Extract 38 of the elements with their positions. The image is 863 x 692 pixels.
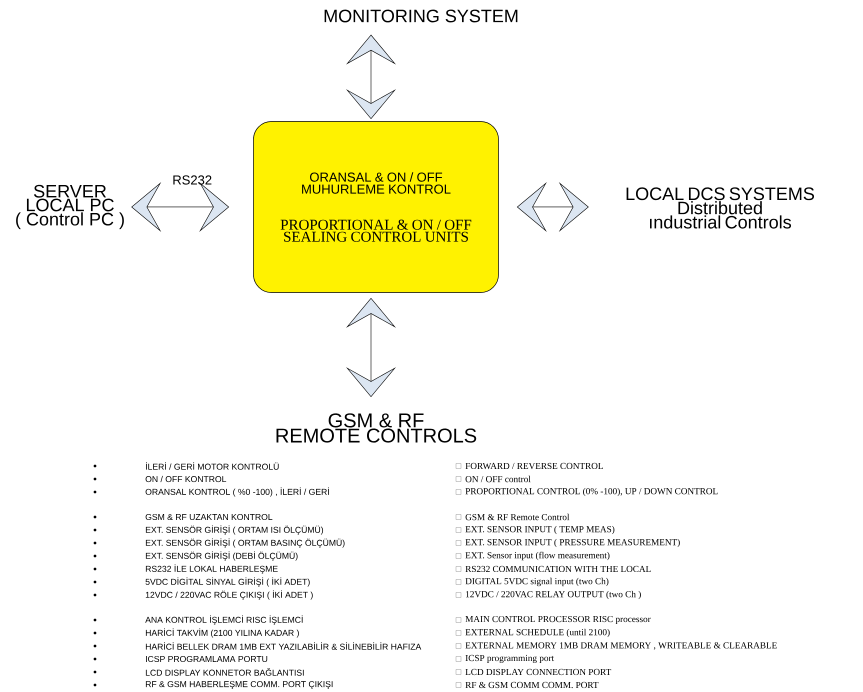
- control-unit-box: ORANSAL & ON / OFF MUHURLEME KONTROL PROPORTIONAL & ON / OFF SEALING CONTROL UNITS: [253, 121, 499, 293]
- list-item: ICSP programming port: [466, 654, 554, 664]
- list-item: EXT. SENSÖR GİRİŞİ (DEBİ ÖLÇÜMÜ): [146, 551, 298, 561]
- list-item: EXT. SENSÖR GİRİŞİ ( ORTAM ISI ÖLÇÜMÜ): [146, 525, 324, 535]
- list-item: HARİCİ TAKVİM (2100 YILINA KADAR ): [146, 628, 299, 638]
- list-item: ICSP PROGRAMLAMA PORTU: [146, 656, 268, 662]
- list-item: İLERİ / GERİ MOTOR KONTROLÜ: [146, 462, 279, 470]
- list-item: RS232 İLE LOKAL HABERLEŞME: [146, 564, 278, 574]
- list-item: ORANSAL KONTROL ( %0 -100) , İLERİ / GERİ: [146, 487, 329, 497]
- list-item: EXT. SENSOR INPUT ( TEMP MEAS): [465, 526, 614, 534]
- list-item: EXTERNAL SCHEDULE (until 2100): [465, 628, 610, 638]
- list-item: RS232 COMMUNICATION WITH THE LOCAL: [465, 566, 651, 572]
- list-item: GSM & RF Remote Control: [466, 514, 570, 520]
- list-item: EXT. SENSÖR GİRİŞİ ( ORTAM BASINÇ ÖLÇÜMÜ): [146, 538, 345, 548]
- list-item: ON / OFF KONTROL: [146, 476, 226, 482]
- list-item: LCD DISPLAY KONNETOR BAĞLANTISI: [146, 668, 304, 676]
- list-item: RF & GSM COMM COMM. PORT: [465, 682, 598, 688]
- list-item: FORWARD / REVERSE CONTROL: [465, 462, 603, 470]
- list-item: EXT. Sensor input (flow measurement): [465, 552, 610, 560]
- list-item: 12VDC / 220VAC RÖLE ÇIKIŞI ( İKİ ADET ): [146, 590, 313, 600]
- edge-label: RS232: [173, 175, 212, 185]
- system-label: SERVER LOCAL PC ( Control PC ): [16, 184, 124, 230]
- list-item: GSM & RF UZAKTAN KONTROL: [146, 514, 272, 520]
- system-label: LOCAL DCS SYSTEMS Distributed ındustrial Controls: [626, 187, 814, 229]
- list-item: EXTERNAL MEMORY 1MB DRAM MEMORY , WRITEABLE & CLEARABLE: [465, 642, 777, 650]
- list-item: 5VDC DİGİTAL SİNYAL GİRİŞİ ( İKİ ADET): [146, 577, 310, 587]
- list-item: MAIN CONTROL PROCESSOR RISC processor: [465, 616, 651, 624]
- list-item: LCD DISPLAY CONNECTION PORT: [465, 668, 612, 676]
- list-item: ON / OFF control: [466, 476, 531, 482]
- list-item: DIGITAL 5VDC signal input (two Ch): [465, 578, 608, 586]
- list-item: HARİCİ BELLEK DRAM 1MB EXT YAZILABİLİR & SİLİNEBİLİR HAFIZA: [146, 642, 422, 650]
- list-item: PROPORTIONAL CONTROL (0% -100), UP / DOWN CONTROL: [465, 488, 718, 496]
- system-label: GSM & RF REMOTE CONTROLS: [276, 413, 476, 443]
- list-item: EXT. SENSOR INPUT ( PRESSURE MEASUREMENT): [465, 538, 680, 548]
- list-item: RF & GSM HABERLEŞME COMM. PORT ÇIKIŞI: [146, 681, 333, 689]
- list-item: 12VDC / 220VAC RELAY OUTPUT (two Ch ): [466, 590, 641, 600]
- list-item: ANA KONTROL İŞLEMCİ RISC İŞLEMCİ: [145, 615, 303, 625]
- system-label: MONITORING SYSTEM: [324, 10, 518, 22]
